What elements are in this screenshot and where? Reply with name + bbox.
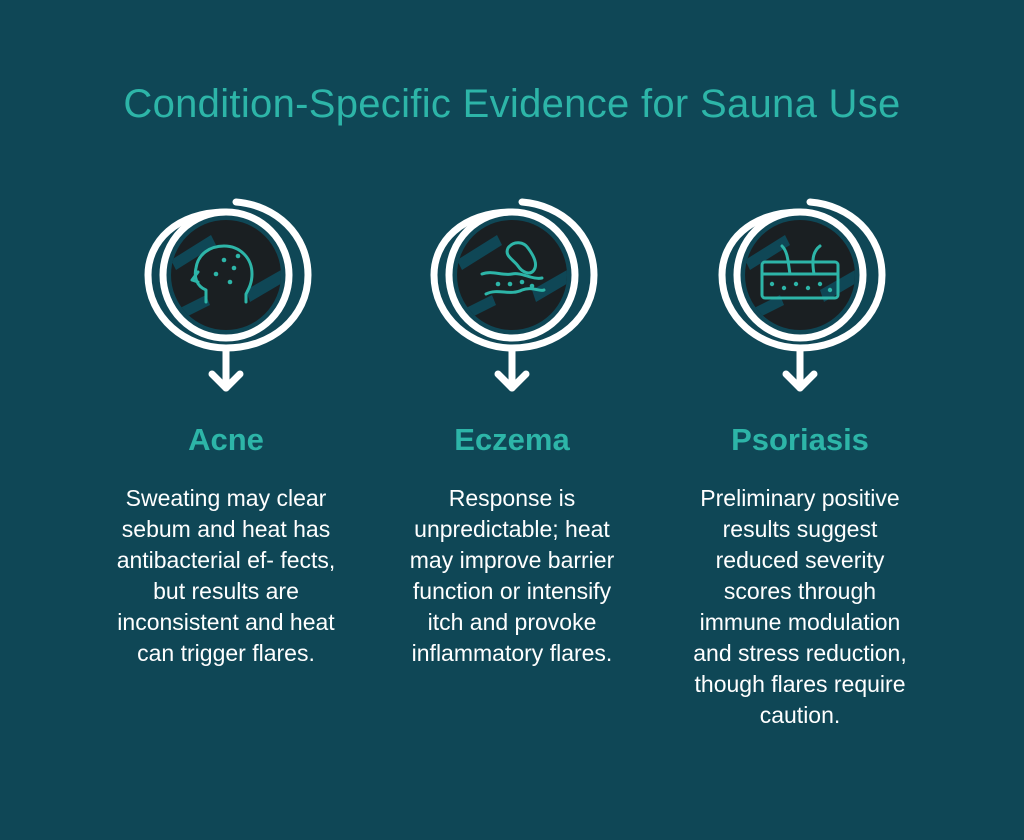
condition-title-acne: Acne — [188, 422, 264, 457]
skin-hair-layer-icon — [718, 198, 886, 392]
page-title: Condition-Specific Evidence for Sauna Us… — [123, 82, 901, 126]
head-profile-icon — [144, 198, 312, 392]
condition-text-eczema: Response is unpredictable; heat may impr… — [409, 485, 615, 666]
condition-text-psoriasis: Preliminary positive results suggest red… — [693, 485, 907, 728]
condition-title-eczema: Eczema — [454, 422, 570, 457]
condition-title-psoriasis: Psoriasis — [731, 422, 869, 457]
skin-patch-icon — [430, 198, 598, 392]
psoriasis-icon-badge — [650, 190, 950, 405]
eczema-icon-badge — [362, 190, 662, 405]
acne-icon-badge — [76, 190, 376, 405]
condition-text-acne: Sweating may clear sebum and heat has an… — [116, 485, 336, 666]
